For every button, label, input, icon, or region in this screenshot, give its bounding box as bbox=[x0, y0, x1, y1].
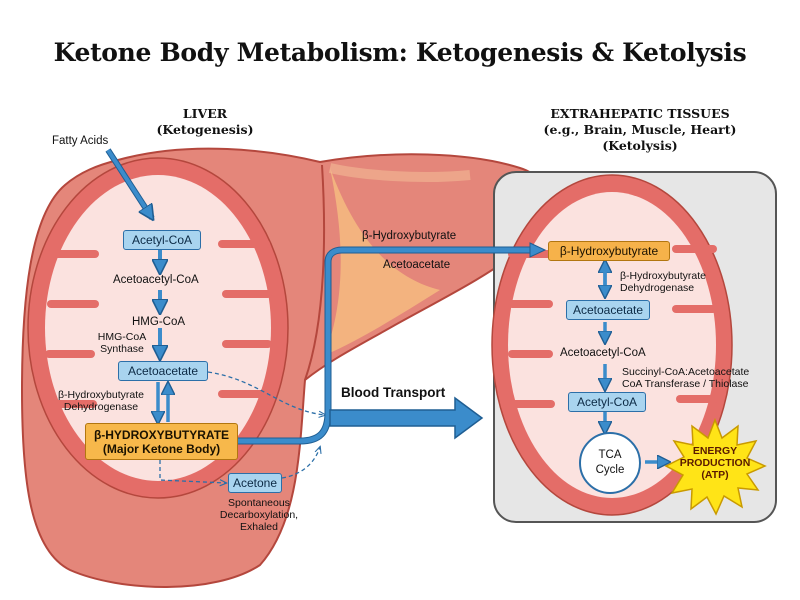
tissue-acetoacetate-box: Acetoacetate bbox=[566, 300, 650, 320]
liver-bhb-arrows bbox=[158, 382, 168, 422]
hmg-coa-synthase-line1: HMG-CoA bbox=[97, 331, 147, 343]
tissue-bhb-box: β-Hydroxybutyrate bbox=[548, 241, 670, 261]
tissues-header-line2: (e.g., Brain, Muscle, Heart) bbox=[543, 122, 737, 137]
acetone-note-line3: Exhaled bbox=[240, 521, 278, 533]
acetone-note: Spontaneous Decarboxylation, Exhaled bbox=[204, 497, 314, 533]
acetone-dashed-arrow bbox=[159, 460, 226, 483]
tissue-acetyl-coa-box: Acetyl-CoA bbox=[568, 392, 646, 412]
acetone-note-line1: Spontaneous bbox=[228, 497, 290, 509]
tissue-pathway-arrows bbox=[605, 262, 668, 462]
fatty-acids-label: Fatty Acids bbox=[52, 135, 109, 147]
tissue-bhb-dehydrogenase-label: β-Hydroxybutyrate Dehydrogenase bbox=[620, 270, 706, 294]
tissue-bhb-dehydrogenase-line2: Dehydrogenase bbox=[620, 282, 695, 294]
acetone-note-line2: Decarboxylation, bbox=[219, 509, 299, 521]
liver-header-line2: (Ketogenesis) bbox=[156, 122, 254, 137]
liver-bhb-dehydrogenase-line2: Dehydrogenase bbox=[63, 401, 139, 413]
tissue-enzyme-line1: Succinyl-CoA:Acetoacetate bbox=[622, 366, 750, 378]
liver-bhb-dehydrogenase-line1: β-Hydroxybutyrate bbox=[58, 389, 144, 401]
liver-acetyl-coa-box: Acetyl-CoA bbox=[123, 230, 201, 250]
major-ketone-body-line1: β-HYDROXYBUTYRATE bbox=[93, 427, 230, 442]
liver-header-line1: LIVER bbox=[182, 106, 228, 121]
major-ketone-body-line2: (Major Ketone Body) bbox=[102, 441, 221, 456]
diagram-title: Ketone Body Metabolism: Ketogenesis & Ke… bbox=[53, 38, 747, 67]
energy-line3: (ATP) bbox=[701, 469, 729, 481]
tissue-acetoacetyl-coa-label: Acetoacetyl-CoA bbox=[560, 347, 646, 359]
tissues-header: EXTRAHEPATIC TISSUES (e.g., Brain, Muscl… bbox=[520, 106, 760, 154]
tca-line1: TCA bbox=[598, 449, 622, 461]
blood-transport-arrow bbox=[238, 242, 547, 445]
energy-starburst bbox=[664, 417, 767, 516]
blood-transport-label: Blood Transport bbox=[341, 385, 446, 400]
transport-acetoacetate-label: Acetoacetate bbox=[383, 259, 451, 271]
tca-cycle-circle bbox=[579, 432, 641, 494]
tca-cycle-label: TCA Cycle bbox=[580, 448, 640, 478]
tca-line2: Cycle bbox=[595, 464, 625, 476]
liver-acetoacetate-box: Acetoacetate bbox=[118, 361, 208, 381]
hmg-coa-synthase-line2: Synthase bbox=[100, 343, 144, 355]
acetone-box: Acetone bbox=[228, 473, 282, 493]
tissues-header-line1: EXTRAHEPATIC TISSUES bbox=[550, 106, 730, 121]
liver-bhb-dehydrogenase-label: β-Hydroxybutyrate Dehydrogenase bbox=[46, 389, 156, 413]
energy-production-label: ENERGY PRODUCTION (ATP) bbox=[675, 445, 755, 481]
transport-bhb-label: β-Hydroxybutyrate bbox=[362, 230, 457, 242]
tissue-enzyme-line2: CoA Transferase / Thiolase bbox=[622, 378, 749, 390]
energy-line1: ENERGY bbox=[692, 445, 738, 457]
major-ketone-body-box: β-HYDROXYBUTYRATE (Major Ketone Body) bbox=[85, 423, 238, 460]
liver-header: LIVER (Ketogenesis) bbox=[140, 106, 270, 138]
acetoacetate-dashed-arrow bbox=[207, 371, 325, 415]
tissues-header-line3: (Ketolysis) bbox=[602, 138, 678, 153]
tissue-bhb-dehydrogenase-line1: β-Hydroxybutyrate bbox=[620, 270, 706, 282]
liver-hmg-coa-label: HMG-CoA bbox=[132, 316, 186, 328]
liver-acetoacetyl-coa-label: Acetoacetyl-CoA bbox=[113, 274, 199, 286]
energy-line2: PRODUCTION bbox=[679, 457, 751, 469]
tissue-enzyme-label: Succinyl-CoA:Acetoacetate CoA Transferas… bbox=[622, 366, 749, 390]
hmg-coa-synthase-label: HMG-CoA Synthase bbox=[92, 331, 152, 355]
